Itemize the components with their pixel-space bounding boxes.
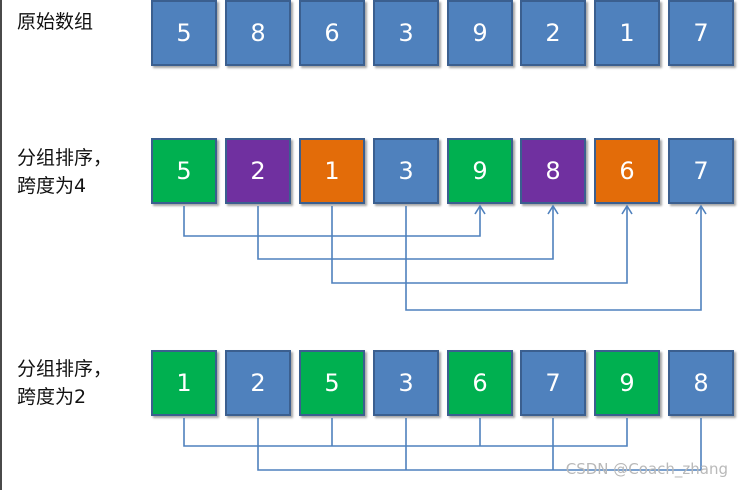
array-cell: 6 xyxy=(447,350,513,416)
watermark: CSDN @Coach_zhang xyxy=(565,460,728,478)
row-label-gap4: 分组排序， 跨度为4 xyxy=(17,144,112,200)
left-border xyxy=(0,0,2,490)
array-cell: 1 xyxy=(151,350,217,416)
gap4-arrowhead xyxy=(695,204,707,215)
array-cell: 2 xyxy=(520,0,586,66)
array-cell: 9 xyxy=(447,0,513,66)
array-cell: 2 xyxy=(225,350,291,416)
row-label-line: 分组排序， xyxy=(17,358,113,380)
array-cell: 3 xyxy=(373,350,439,416)
array-cell: 8 xyxy=(520,138,586,204)
array-cell: 9 xyxy=(594,350,660,416)
row-label-line: 跨度为2 xyxy=(17,386,87,408)
array-cell: 5 xyxy=(299,350,365,416)
row-label-gap2: 分组排序， 跨度为2 xyxy=(17,355,112,411)
array-cell: 1 xyxy=(299,138,365,204)
gap4-arrowhead xyxy=(621,204,633,215)
array-cell: 9 xyxy=(447,138,513,204)
array-cell: 5 xyxy=(151,138,217,204)
gap4-connector-line xyxy=(405,206,702,311)
array-cell: 3 xyxy=(373,138,439,204)
array-cell: 3 xyxy=(373,0,439,66)
array-cell: 7 xyxy=(520,350,586,416)
row-label-original: 原始数组 xyxy=(17,8,93,36)
array-cell: 6 xyxy=(299,0,365,66)
gap4-arrowhead xyxy=(474,204,486,215)
row-label-line: 原始数组 xyxy=(17,11,94,33)
array-cell: 2 xyxy=(225,138,291,204)
row-label-line: 分组排序， xyxy=(17,147,113,169)
row-label-line: 跨度为4 xyxy=(17,175,87,197)
array-cell: 7 xyxy=(668,0,734,66)
array-cell: 8 xyxy=(668,350,734,416)
array-cell: 5 xyxy=(151,0,217,66)
gap4-connector-line xyxy=(331,206,628,284)
array-cell: 8 xyxy=(225,0,291,66)
gap2-odd-connector-line xyxy=(257,418,702,471)
array-cell: 7 xyxy=(668,138,734,204)
array-cell: 1 xyxy=(594,0,660,66)
gap4-arrowhead xyxy=(547,204,559,215)
array-cell: 6 xyxy=(594,138,660,204)
